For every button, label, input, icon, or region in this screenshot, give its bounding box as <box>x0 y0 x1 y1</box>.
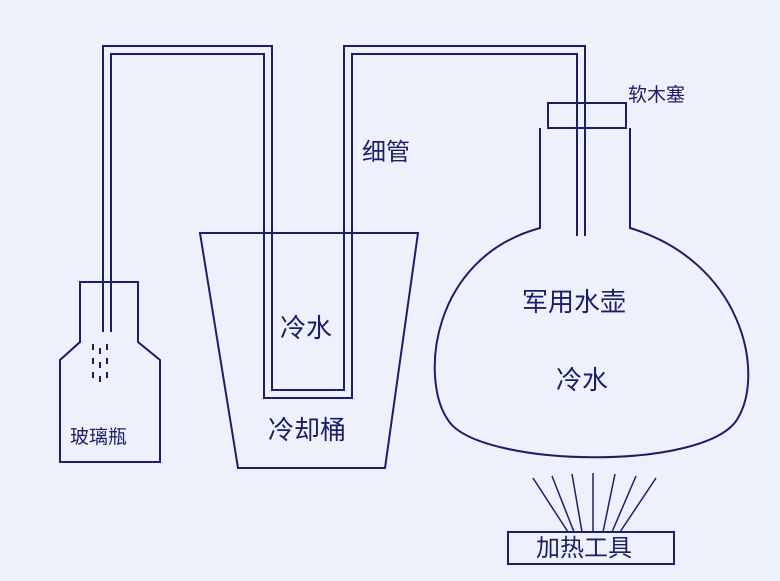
cooling-bucket-outline <box>198 232 420 469</box>
bucket-cold-water-label: 冷水 <box>280 314 333 344</box>
cooling-bucket-label: 冷却桶 <box>268 416 347 446</box>
heat-rays <box>532 473 657 533</box>
canteen-label: 军用水壶 <box>522 288 627 318</box>
heating-tool-label: 加热工具 <box>536 534 632 562</box>
bubbles <box>92 344 108 382</box>
glass-bottle-label: 玻璃瓶 <box>70 426 128 448</box>
thin-tube-label: 细管 <box>362 138 410 166</box>
canteen-outline <box>433 128 750 459</box>
glass-bottle-outline <box>59 281 161 463</box>
canteen-cold-water-label: 冷水 <box>556 366 609 396</box>
cork-label: 软木塞 <box>628 84 686 106</box>
heating-tool-box <box>507 531 675 565</box>
thin-tube-inner <box>110 53 578 399</box>
thin-tube-outer <box>102 45 586 391</box>
cork <box>547 102 627 129</box>
